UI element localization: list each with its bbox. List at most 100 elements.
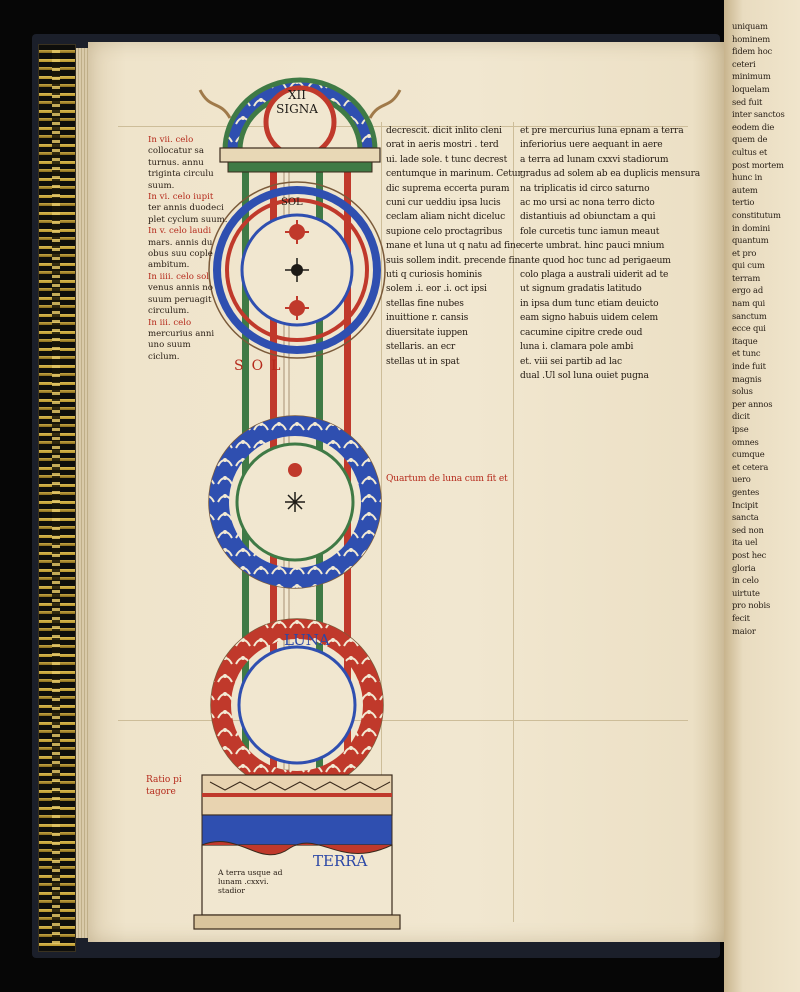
text-line: inferiorius uere aequant in aere	[520, 140, 663, 151]
text-line: solem .i. eor .i. oct ipsi	[386, 284, 487, 295]
facing-text-line: inter sanctos	[732, 109, 785, 120]
rubric-line: Quartum de luna cum fit et	[386, 474, 508, 484]
luna-label: LUNA	[284, 631, 330, 649]
margin-note-line: triginta circulu	[148, 169, 214, 180]
terra-base	[193, 774, 401, 930]
margin-note-line: venus annis no	[148, 283, 213, 294]
facing-text-line: sed non	[732, 524, 764, 535]
facing-text-line: omnes	[732, 436, 759, 447]
ratio-label: Ratio pi tagore	[146, 775, 182, 797]
facing-text-line: ergo ad	[732, 285, 763, 296]
facing-text-line: qui cum	[732, 260, 765, 271]
text-line: suis sollem indit. precende fin	[386, 255, 521, 266]
text-line: stellaris. an ecr	[386, 342, 456, 353]
sol-label: SOL	[234, 358, 289, 374]
text-line: gradus ad solem ab ea duplicis mensura	[520, 169, 701, 180]
margin-note-line: collocatur sa	[148, 146, 204, 157]
facing-text-line: gloria	[732, 562, 756, 573]
margin-note-line: mars. annis du	[148, 237, 213, 248]
text-line: ut signum gradatis latitudo	[520, 284, 642, 295]
facing-text-line: nam qui	[732, 298, 766, 309]
terra-label: TERRA	[313, 852, 368, 870]
margin-note-line: suum.	[148, 180, 175, 191]
sol-circle	[208, 181, 386, 359]
sol-ring-label: SOL	[281, 197, 303, 208]
facing-text-line: et cetera	[732, 461, 769, 472]
text-line: et pre mercurius luna epnam a terra	[520, 126, 684, 136]
facing-text-line: constitutum	[732, 209, 781, 220]
facing-text-line: uirtute	[732, 587, 760, 598]
facing-text-line: ita uel	[732, 537, 758, 548]
facing-text-line: hunc in	[732, 172, 763, 183]
margin-note-line: uno suum	[148, 340, 191, 351]
text-line: supione celo proctagribus	[386, 226, 503, 237]
text-line: ac mo ursi ac nona terro dicto	[520, 198, 655, 209]
margin-note-line: turnus. annu	[148, 157, 204, 168]
facing-text-line: sanctum	[732, 310, 767, 321]
middle-circle	[208, 415, 382, 589]
margin-note-line: circulum.	[148, 306, 190, 317]
text-line: decrescit. dicit inlito cleni	[386, 126, 502, 136]
page-stack-edge	[76, 48, 90, 938]
text-line: ante quod hoc tunc ad perigaeum	[520, 255, 671, 266]
facing-text-line: in celo	[732, 575, 759, 586]
base-note: A terra usque ad lunam .cxxvi. stadior	[218, 868, 283, 895]
facing-text-line: in domini	[732, 222, 771, 233]
facing-text-line: ipse	[732, 424, 749, 434]
text-line: na triplicatis id circo saturno	[520, 183, 650, 194]
text-line: colo plaga a australi uiderit ad te	[520, 270, 669, 281]
facing-text-line: loquelam	[732, 83, 770, 94]
text-line: inuittione r. cansis	[386, 313, 469, 324]
text-line: dual .Ul sol luna ouiet pugna	[520, 370, 649, 381]
margin-note-line: In vii. celo	[148, 135, 194, 145]
text-line: eam signo habuis uidem celem	[520, 313, 659, 324]
margin-note-line: ter annis duodeci	[148, 203, 224, 214]
facing-text-line: post mortem	[732, 159, 784, 170]
text-line: fole curcetis tunc iamun meaut	[520, 226, 660, 237]
facing-text-line: autem	[732, 184, 758, 195]
text-line: a terra ad lunam cxxvi stadiorum	[520, 154, 669, 165]
ruling-line	[381, 122, 382, 922]
text-line: centumque in marinum. Cetur	[386, 169, 522, 180]
text-line: luna i. clamara pole ambi	[520, 342, 634, 353]
margin-note-line: In iii. celo	[148, 317, 192, 328]
text-line: cuni cur ueddiu ipsa lucis	[386, 198, 501, 209]
facing-text-line: uniquam	[732, 21, 768, 31]
facing-text-line: tertio	[732, 197, 755, 208]
text-line: stellas ut in spat	[386, 356, 460, 367]
facing-text-line: ceteri	[732, 58, 756, 69]
text-line: mane et luna ut q natu ad fine	[386, 241, 521, 252]
facing-text-line: minimum	[732, 71, 771, 82]
text-line: diuersitate iuppen	[386, 327, 468, 338]
gilt-pattern-strip	[52, 50, 60, 944]
facing-text-line: Incipit	[732, 499, 759, 510]
cosmos-diagram	[193, 77, 402, 930]
facing-text-line: itaque	[732, 335, 758, 346]
facing-text-line: maior	[732, 625, 756, 636]
text-line: cacumine cipitre crede oud	[520, 327, 643, 338]
facing-text-line: pro nobis	[732, 600, 771, 611]
facing-text-line: eodem die	[732, 121, 775, 132]
ruling-line	[118, 720, 688, 721]
facing-text-line: terram	[732, 272, 761, 283]
facing-text-line: inde fuit	[732, 361, 766, 372]
facing-text-line: post hec	[732, 549, 767, 560]
text-line: ui. lade sole. t tunc decrest	[386, 154, 508, 165]
top-arch-label: XII SIGNA	[276, 88, 318, 116]
facing-text-line: cultus et	[732, 146, 768, 157]
facing-text-line: dicit	[732, 411, 750, 422]
margin-note-line: plet cyclum suum.	[148, 214, 228, 225]
facing-text-line: fecit	[732, 612, 750, 623]
facing-text-line: et tunc	[732, 348, 761, 359]
margin-note-line: obus suu cople	[148, 249, 213, 260]
facing-text-line: cumque	[732, 449, 765, 460]
ruling-line	[118, 126, 688, 127]
facing-text-line: sancta	[732, 512, 759, 523]
facing-text-line: fidem hoc	[732, 46, 773, 57]
top-arch	[198, 77, 402, 173]
facing-text-line: hominem	[732, 33, 770, 44]
text-line: distantiuis ad obiunctam a qui	[520, 212, 656, 223]
facing-text-line: ecce qui	[732, 323, 766, 334]
text-line: ceclam aliam nicht diceluc	[386, 212, 506, 223]
